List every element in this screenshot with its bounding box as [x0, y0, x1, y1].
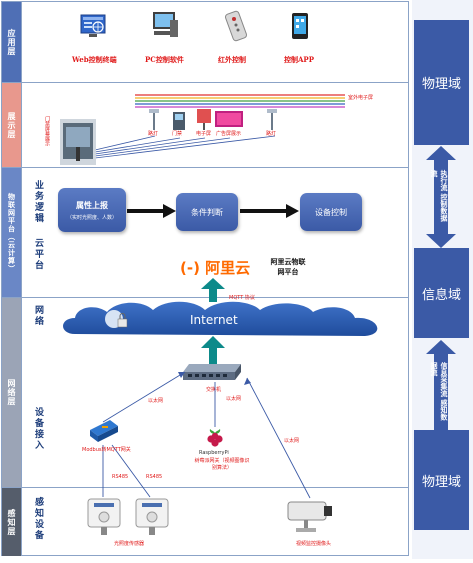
aliyun-logo: (-) 阿里云 [180, 257, 250, 278]
sensing-flow-label: 信息采集流 感知数据流 [430, 362, 448, 421]
access-gate-icon [172, 110, 186, 134]
arrow-report-to-check [127, 203, 177, 223]
layer-tab-network: 网络层 [2, 298, 22, 487]
layer-tab-display: 展示层 [2, 83, 22, 167]
network-links [102, 371, 311, 499]
arrow-sensing-flow [426, 340, 456, 434]
display-left-label: 门禁屏幕展示 [44, 116, 50, 146]
raspberry-brand: RaspberryPi [199, 450, 229, 456]
box-condition-check-label: 条件判断 [191, 207, 223, 217]
rs485-label-2: RS485 [146, 474, 163, 480]
layer-tab-platform: 物联网平台（云计算） [2, 168, 22, 297]
rs485-label-1: RS485 [112, 474, 129, 480]
internet-label: Internet [190, 313, 238, 327]
display-screen-image [60, 119, 96, 169]
aliyun-logo-bracket: (-) [180, 259, 200, 277]
execution-flow-label: 执行流 控制数据流 [430, 170, 448, 222]
network-stack-label: 网络 [33, 305, 43, 327]
led-screen-icon [196, 108, 212, 134]
aliyun-logo-text: 阿里云 [205, 259, 251, 277]
ad-screen-icon [214, 110, 244, 132]
light-sensor-icon-1 [86, 497, 122, 539]
box-attribute-report-sub: （实时光照度、人数） [66, 214, 117, 221]
arrow-switch-to-internet [201, 336, 225, 368]
divider-network-perception [1, 487, 409, 488]
sensor-label: 光照度传感器 [114, 541, 145, 547]
ethernet-label-2: 以太网 [226, 396, 242, 402]
lock-icon [104, 307, 128, 335]
arrow-up-to-cloud [201, 278, 225, 306]
arrow-execution-flow [426, 146, 456, 252]
device-label-lamp: 路灯 [148, 131, 159, 137]
ethernet-label-1: 以太网 [148, 398, 164, 404]
light-sensor-icon-2 [134, 497, 170, 539]
layer-label-display: 展示层 [7, 111, 16, 139]
pc-icon [150, 10, 180, 44]
layer-tab-perception: 感知层 [2, 488, 22, 556]
display-right-label: 室外电子屏 [348, 95, 374, 101]
domain-physical-bottom: 物理域 [414, 430, 469, 530]
switch-label: 交换机 [206, 387, 222, 393]
domain-information: 信息域 [414, 248, 469, 338]
web-terminal-icon [80, 13, 106, 43]
device-label-gate: 门禁 [172, 131, 183, 137]
street-lamp-icon [147, 108, 161, 134]
raspberry-icon [204, 426, 226, 454]
modbus-gateway-label: Modbus转MQTT网关 [82, 447, 131, 453]
arrow-check-to-control [240, 203, 300, 223]
layer-label-perception: 感知层 [7, 508, 16, 536]
layer-label-network: 网络层 [7, 379, 16, 406]
platform-stack-label-1: 业务逻辑 [33, 180, 43, 224]
device-label-ad: 广告屏展示 [216, 131, 242, 137]
ethernet-label-3: 以太网 [284, 438, 300, 444]
access-stack-label: 设备接入 [33, 407, 43, 451]
domain-physical-top: 物理域 [414, 20, 469, 145]
box-attribute-report: 属性上报 （实时光照度、人数） [58, 188, 126, 232]
layer-label-app: 应用层 [7, 28, 16, 56]
box-attribute-report-title: 属性上报 [76, 200, 108, 210]
mqtt-label: MQTT 协议 [229, 295, 255, 301]
divider-display-platform [1, 167, 409, 168]
device-label-lamp-2: 路灯 [266, 131, 277, 137]
box-device-control: 设备控制 [300, 193, 362, 231]
display-wires [0, 0, 410, 174]
app-label-pc: PC控制软件 [145, 55, 184, 64]
app-label-ir: 红外控制 [218, 55, 246, 64]
diagram-frame [1, 1, 409, 556]
raspberry-label: 树莓派网关（视频图像识别算法） [194, 458, 250, 471]
divider-app-display [1, 82, 409, 83]
app-label-app: 控制APP [284, 55, 314, 64]
app-label-web: Web控制终端 [72, 55, 117, 64]
camera-label: 视频监控摄像头 [296, 541, 332, 547]
phone-icon [290, 12, 310, 44]
layer-label-platform: 物联网平台（云计算） [7, 192, 16, 273]
modbus-gateway-icon [88, 418, 120, 448]
remote-icon [223, 10, 249, 46]
box-condition-check: 条件判断 [176, 193, 238, 231]
box-device-control-label: 设备控制 [315, 207, 347, 217]
network-switch-icon [183, 362, 243, 386]
perception-stack-label: 感知设备 [33, 497, 43, 541]
internet-cloud [55, 298, 395, 348]
platform-stack-label-2: 云平台 [33, 238, 43, 271]
aliyun-caption: 阿里云物联网平台 [270, 258, 306, 276]
layer-tab-app: 应用层 [2, 2, 22, 82]
device-label-screen: 电子屏 [196, 131, 212, 137]
camera-icon [286, 496, 336, 538]
divider-platform-network [1, 297, 409, 298]
street-lamp-icon-2 [265, 108, 279, 134]
